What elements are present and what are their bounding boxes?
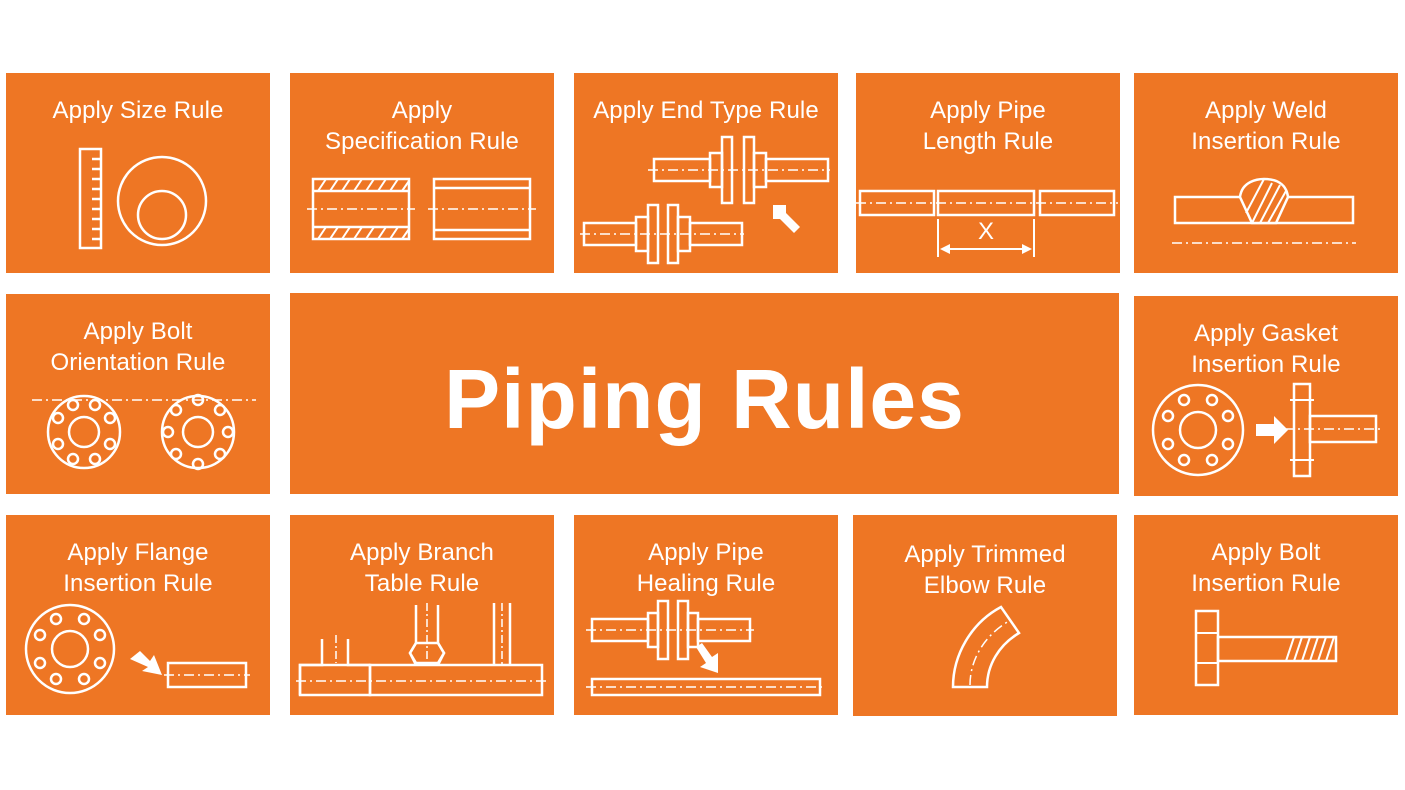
tile-label: Apply Pipe Length Rule bbox=[922, 97, 1054, 155]
flange-insertion-rule-icon bbox=[6, 515, 270, 715]
tile-label: Apply Size Rule bbox=[52, 97, 224, 124]
tile-gasket-insertion-rule: Apply Gasket Insertion Rule bbox=[1134, 296, 1398, 496]
trimmed-elbow-rule-icon bbox=[853, 515, 1117, 716]
end-type-rule-icon bbox=[574, 73, 838, 273]
tile-label: Apply Flange Insertion Rule bbox=[63, 539, 213, 597]
tile-branch-table-rule: Apply Branch Table Rule bbox=[290, 515, 554, 715]
tile-pipe-healing-rule: Apply Pipe Healing Rule bbox=[574, 515, 838, 715]
tile-label: Apply End Type Rule bbox=[593, 97, 819, 124]
tile-end-type-rule: Apply End Type Rule bbox=[574, 73, 838, 273]
tile-pipe-length-rule: Apply Pipe Length Rule X bbox=[856, 73, 1120, 273]
bolt-insertion-rule-icon bbox=[1134, 515, 1398, 715]
bolt-orientation-rule-icon bbox=[6, 294, 270, 494]
tile-bolt-orientation-rule: Apply Bolt Orientation Rule bbox=[6, 294, 270, 494]
tile-specification-rule: Apply Specification Rule bbox=[290, 73, 554, 273]
tile-label: Apply Specification Rule bbox=[325, 97, 519, 155]
tile-label: Apply Bolt Insertion Rule bbox=[1191, 539, 1341, 597]
dimension-label: X bbox=[977, 218, 994, 245]
tile-size-rule: Apply Size Rule bbox=[6, 73, 270, 273]
pipe-length-rule-icon bbox=[856, 73, 1120, 273]
size-rule-icon bbox=[6, 73, 270, 273]
page-title: Piping Rules bbox=[444, 352, 965, 446]
tile-label: Apply Branch Table Rule bbox=[350, 539, 494, 597]
tile-label: Apply Gasket Insertion Rule bbox=[1191, 320, 1341, 378]
tile-trimmed-elbow-rule: Apply Trimmed Elbow Rule bbox=[853, 515, 1117, 716]
tile-label: Apply Bolt Orientation Rule bbox=[50, 318, 226, 376]
pipe-healing-rule-icon bbox=[574, 515, 838, 715]
weld-insertion-rule-icon bbox=[1134, 73, 1398, 273]
tile-label: Apply Trimmed Elbow Rule bbox=[904, 541, 1066, 599]
center-title-panel: Piping Rules bbox=[290, 293, 1119, 494]
branch-table-rule-icon bbox=[290, 515, 554, 715]
tile-label: Apply Weld Insertion Rule bbox=[1191, 97, 1341, 155]
tile-bolt-insertion-rule: Apply Bolt Insertion Rule bbox=[1134, 515, 1398, 715]
specification-rule-icon bbox=[290, 73, 554, 273]
tile-label: Apply Pipe Healing Rule bbox=[636, 539, 776, 597]
gasket-insertion-rule-icon bbox=[1134, 296, 1398, 496]
tile-weld-insertion-rule: Apply Weld Insertion Rule bbox=[1134, 73, 1398, 273]
tile-flange-insertion-rule: Apply Flange Insertion Rule bbox=[6, 515, 270, 715]
